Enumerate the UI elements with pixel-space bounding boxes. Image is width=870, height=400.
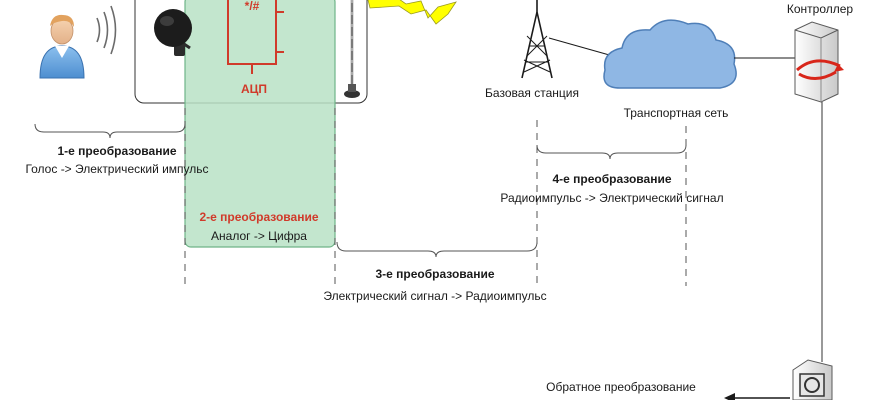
stage-braces	[34, 123, 687, 258]
lightning-icon	[367, 0, 457, 25]
stage3-title: 3-е преобразование	[375, 267, 494, 281]
stage4-description: Радиоимпульс -> Электрический сигнал	[500, 191, 723, 205]
microphone-icon	[154, 9, 192, 56]
controller-server-icon	[794, 21, 844, 103]
cloud-icon	[603, 19, 737, 89]
arrow-left-icon	[724, 393, 790, 400]
stage1-description: Голос -> Электрический импульс	[25, 162, 208, 176]
adc-symbol: */#	[245, 0, 260, 13]
transport-network-label: Транспортная сеть	[624, 106, 729, 120]
base-station-label: Базовая станция	[485, 86, 579, 100]
tower-icon	[521, 0, 553, 79]
adc-chip-icon: */# АЦП	[227, 0, 284, 96]
controller-label: Контроллер	[787, 2, 854, 16]
server-icon	[792, 359, 833, 400]
stage2-title: 2-е преобразование	[199, 210, 318, 224]
antenna-icon	[344, 0, 360, 98]
sound-waves-icon	[96, 5, 117, 55]
reverse-conversion-label: Обратное преобразование	[546, 380, 696, 394]
adc-label: АЦП	[241, 82, 267, 96]
stage2-description: Аналог -> Цифра	[211, 229, 307, 243]
stage4-title: 4-е преобразование	[552, 172, 671, 186]
stage3-description: Электрический сигнал -> Радиоимпульс	[323, 289, 546, 303]
user-icon	[39, 14, 85, 79]
stage1-title: 1-е преобразование	[57, 144, 176, 158]
